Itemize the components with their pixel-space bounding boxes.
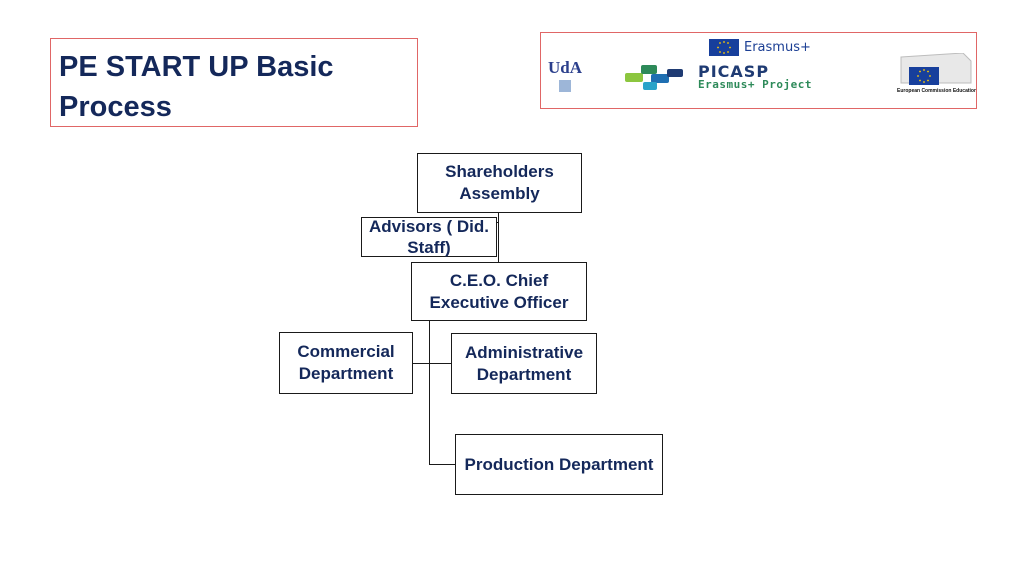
node-advisors: Advisors ( Did. Staff) [361,217,497,257]
node-administrative-label: Administrative Department [464,342,584,384]
node-ceo-label: C.E.O. Chief Executive Officer [429,270,569,312]
connector-commercial [412,363,429,364]
node-administrative-department: Administrative Department [451,333,597,394]
node-commercial-label: Commercial Department [297,342,395,383]
node-production-department: Production Department [455,434,663,495]
ec-label: European Commission Education [897,88,977,94]
node-ceo: C.E.O. Chief Executive Officer [411,262,587,321]
connector-shareholders-ceo [498,212,499,263]
uda-emblem-icon [559,80,571,92]
node-advisors-label: Advisors ( Did. Staff) [369,217,489,257]
node-production-label: Production Department [464,454,654,474]
ec-flag-icon [909,67,939,85]
erasmus-label: Erasmus+ [744,40,811,55]
node-shareholders-label: Shareholders Assembly [445,162,554,203]
uda-logo: UdA [546,56,584,94]
logo-banner: UdA Erasmus+ PICASP Erasmus+ Project [540,32,977,109]
node-shareholders-assembly: Shareholders Assembly [417,153,582,213]
picasp-title: PICASP [698,62,770,81]
connector-advisors [496,222,499,223]
node-commercial-department: Commercial Department [279,332,413,394]
uda-logo-text: UdA [547,58,582,77]
connector-administrative [429,363,451,364]
slide-title: PE START UP Basic Process [59,51,334,123]
european-commission-logo: European Commission Education [893,53,977,97]
connector-production [429,464,456,465]
eu-flag-icon [709,39,739,56]
connector-ceo-trunk [429,320,430,464]
title-box: PE START UP Basic Process [50,38,418,127]
picasp-subtitle: Erasmus+ Project [698,78,812,91]
picasp-logo-icon [625,65,683,90]
